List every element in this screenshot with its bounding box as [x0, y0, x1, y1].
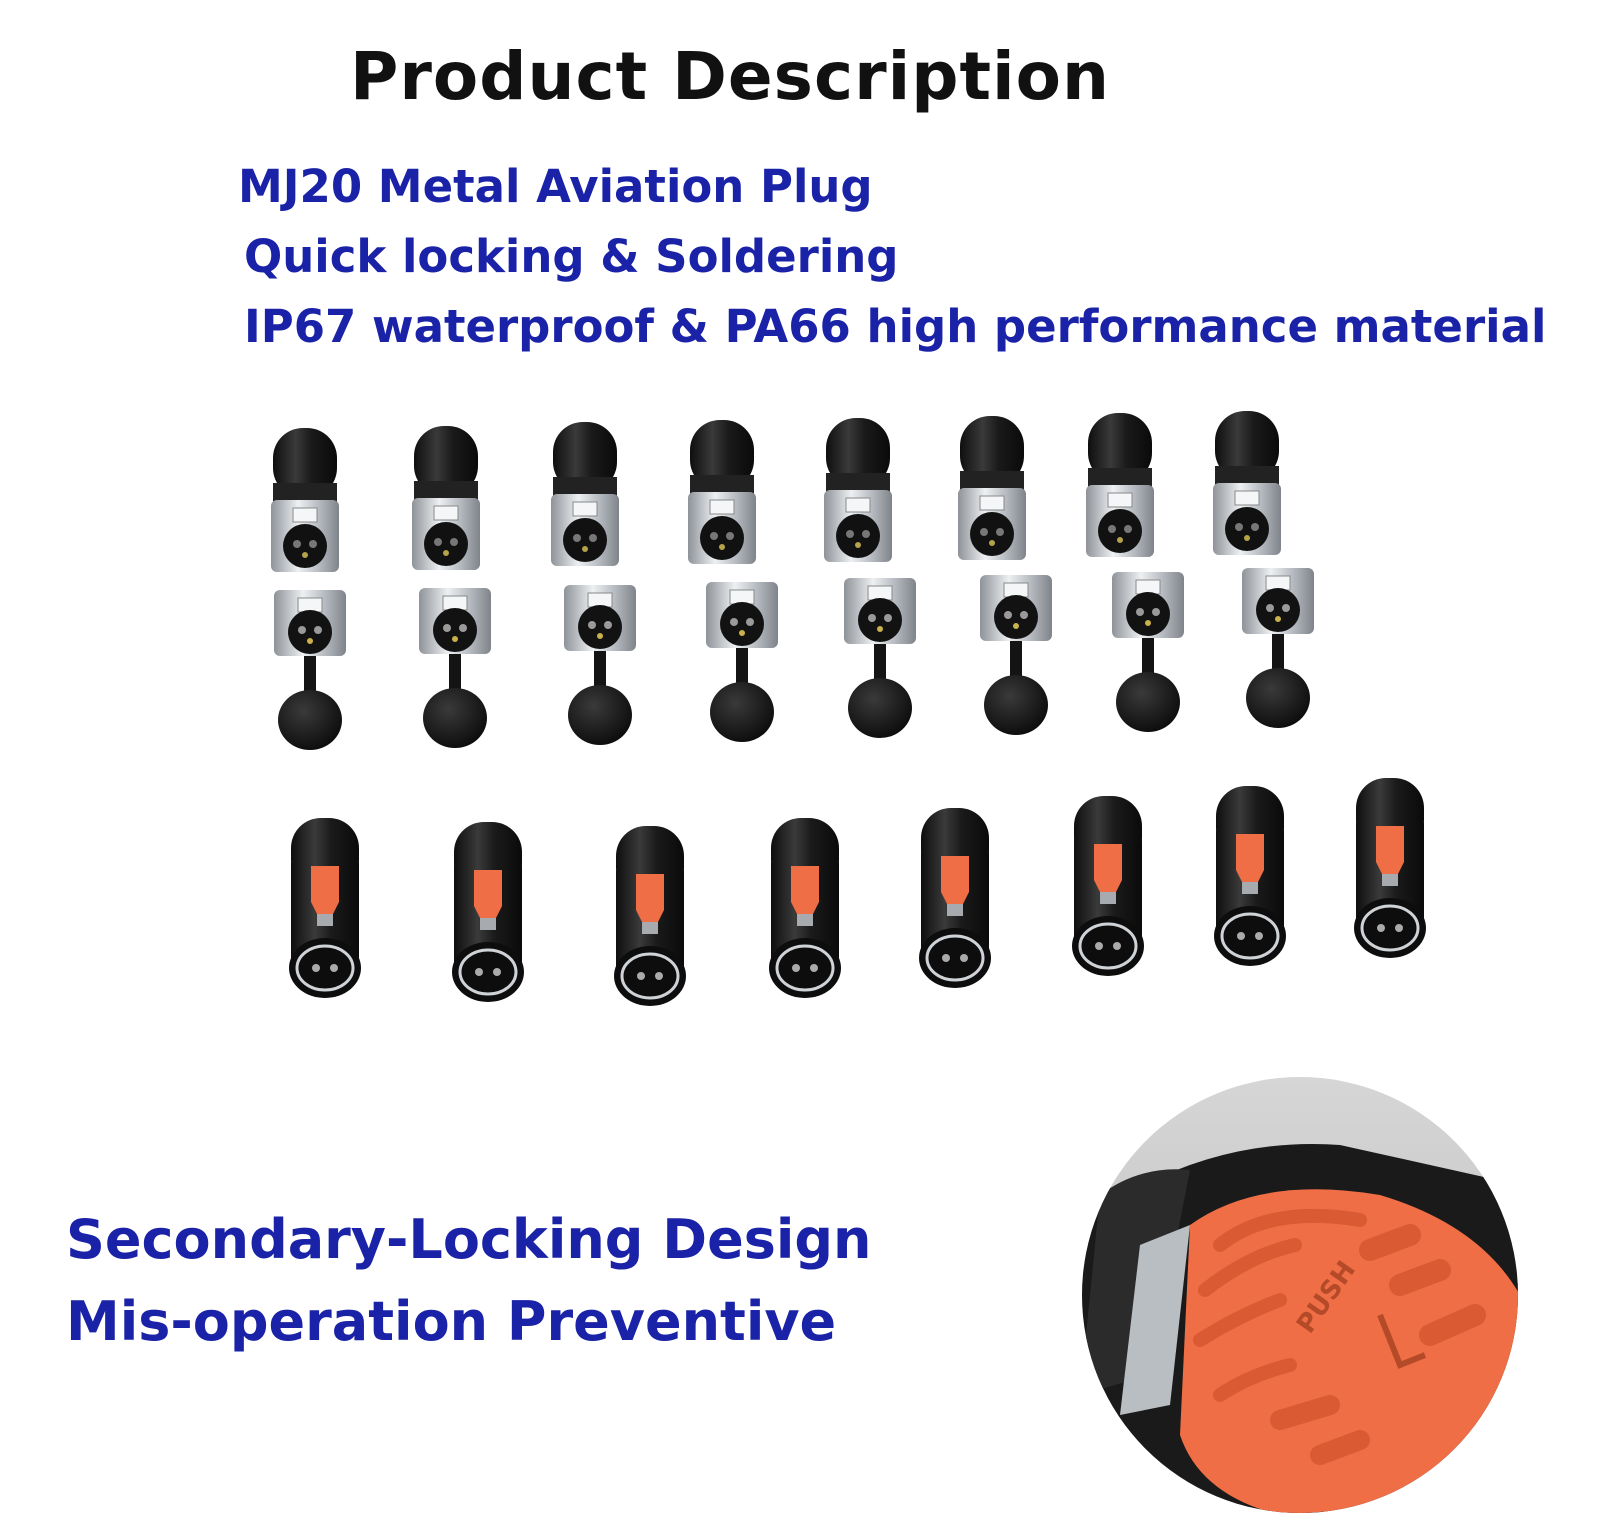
socket-product-1 [273, 589, 347, 751]
feature-line-2: Quick locking & Soldering [244, 230, 899, 283]
socket-product-2 [418, 587, 492, 749]
plug-product-2 [411, 425, 481, 571]
plug-product-8 [1212, 410, 1282, 556]
secondary-locking-heading: Secondary-Locking Design [66, 1208, 872, 1271]
locking-plug-1 [287, 816, 363, 1000]
plug-product-5 [823, 417, 893, 563]
locking-plug-7 [1212, 784, 1288, 968]
locking-plug-2 [450, 820, 526, 1004]
plug-product-7 [1085, 412, 1155, 558]
push-button-closeup-image: PUSH [1082, 1077, 1518, 1513]
locking-plug-4 [767, 816, 843, 1000]
locking-plug-6 [1070, 794, 1146, 978]
page-title: Product Description [349, 38, 1111, 115]
plug-product-3 [550, 421, 620, 567]
plug-product-6 [957, 415, 1027, 561]
feature-line-1: MJ20 Metal Aviation Plug [238, 160, 873, 213]
feature-line-3: IP67 waterproof & PA66 high performance … [244, 300, 1547, 353]
plug-product-1 [270, 427, 340, 573]
socket-product-4 [705, 581, 779, 743]
locking-plug-8 [1352, 776, 1428, 960]
socket-product-3 [563, 584, 637, 746]
mis-operation-heading: Mis-operation Preventive [66, 1290, 837, 1353]
locking-plug-5 [917, 806, 993, 990]
socket-product-6 [979, 574, 1053, 736]
plug-product-4 [687, 419, 757, 565]
socket-product-5 [843, 577, 917, 739]
socket-product-8 [1241, 567, 1315, 729]
locking-plug-3 [612, 824, 688, 1008]
socket-product-7 [1111, 571, 1185, 733]
connector-product-grid [270, 410, 1428, 1008]
